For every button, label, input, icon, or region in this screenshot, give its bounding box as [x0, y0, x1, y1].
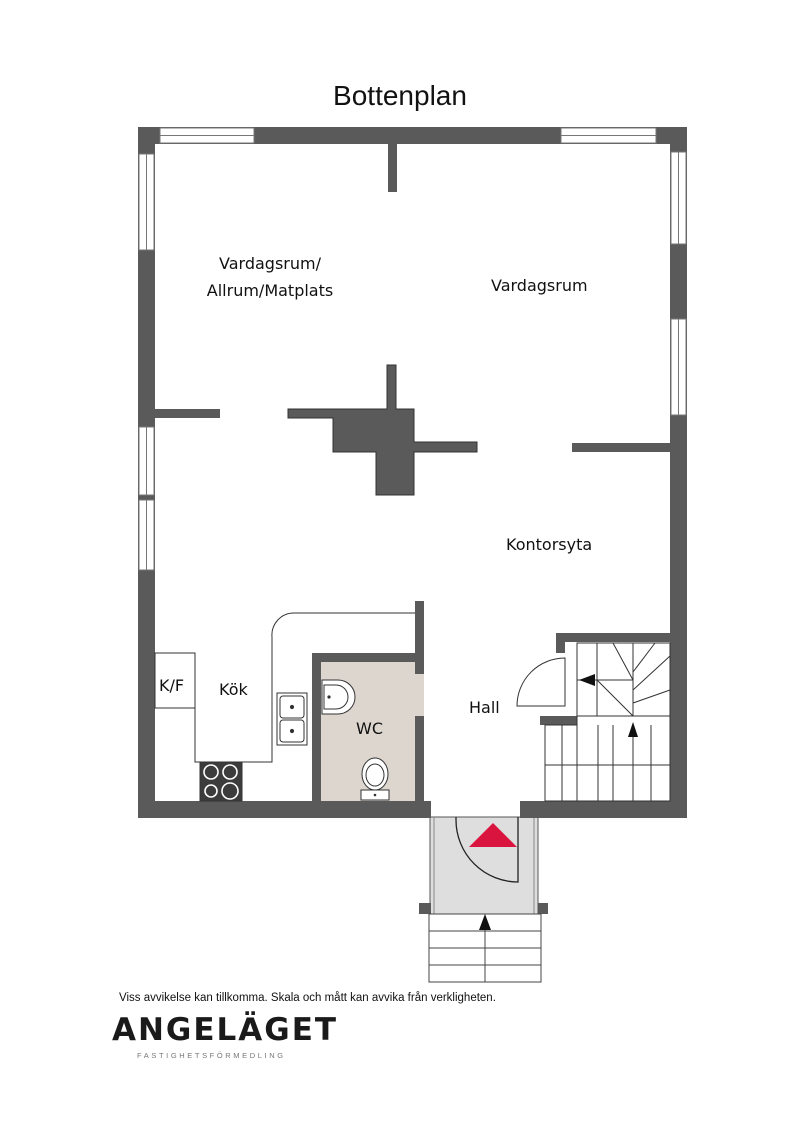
entrance-arrow-icon [469, 823, 517, 847]
window-right-2 [670, 318, 687, 416]
wc-toilet-icon [360, 757, 390, 801]
wc-room [321, 662, 424, 801]
brand-logo: ANGELÄGET [112, 1012, 339, 1048]
stove-icon [199, 761, 243, 802]
window-top-right [560, 127, 657, 144]
room-label-kitchen: Kök [219, 680, 248, 699]
brand-tagline: FASTIGHETSFÖRMEDLING [137, 1051, 286, 1060]
stair-door [516, 657, 566, 707]
stair-arrow-left-icon [579, 674, 595, 686]
steps-arrow-icon [479, 914, 491, 930]
front-door [455, 817, 519, 883]
fridge-freezer [154, 652, 196, 709]
interior-walls [155, 144, 670, 801]
kitchen [154, 612, 415, 802]
room-label-living-right: Vardagsrum [491, 276, 588, 295]
room-label-fridge: K/F [159, 676, 185, 695]
window-left-1 [138, 153, 155, 251]
room-label-hall: Hall [469, 698, 500, 717]
window-right-1 [670, 151, 687, 245]
porch-floor [429, 816, 539, 915]
stair-arrow-up-icon [628, 722, 638, 737]
room-label-living-left-1: Vardagsrum/ [219, 254, 321, 273]
wc-sink-icon [321, 679, 356, 715]
room-label-living-left-2: Allrum/Matplats [206, 281, 334, 300]
window-left-2 [138, 426, 155, 496]
staircase [516, 642, 671, 802]
disclaimer-text: Viss avvikelse kan tillkomma. Skala och … [119, 992, 496, 1004]
kitchen-sink-icon [276, 692, 308, 746]
entrance-porch [419, 816, 548, 983]
page-title: Bottenplan [333, 80, 467, 111]
room-label-wc: WC [356, 719, 383, 738]
room-label-office: Kontorsyta [506, 535, 593, 554]
kitchen-counter [194, 612, 415, 763]
window-left-3 [138, 499, 155, 571]
entrance-steps [428, 913, 542, 983]
window-top-left [159, 127, 255, 144]
windows [138, 127, 687, 571]
